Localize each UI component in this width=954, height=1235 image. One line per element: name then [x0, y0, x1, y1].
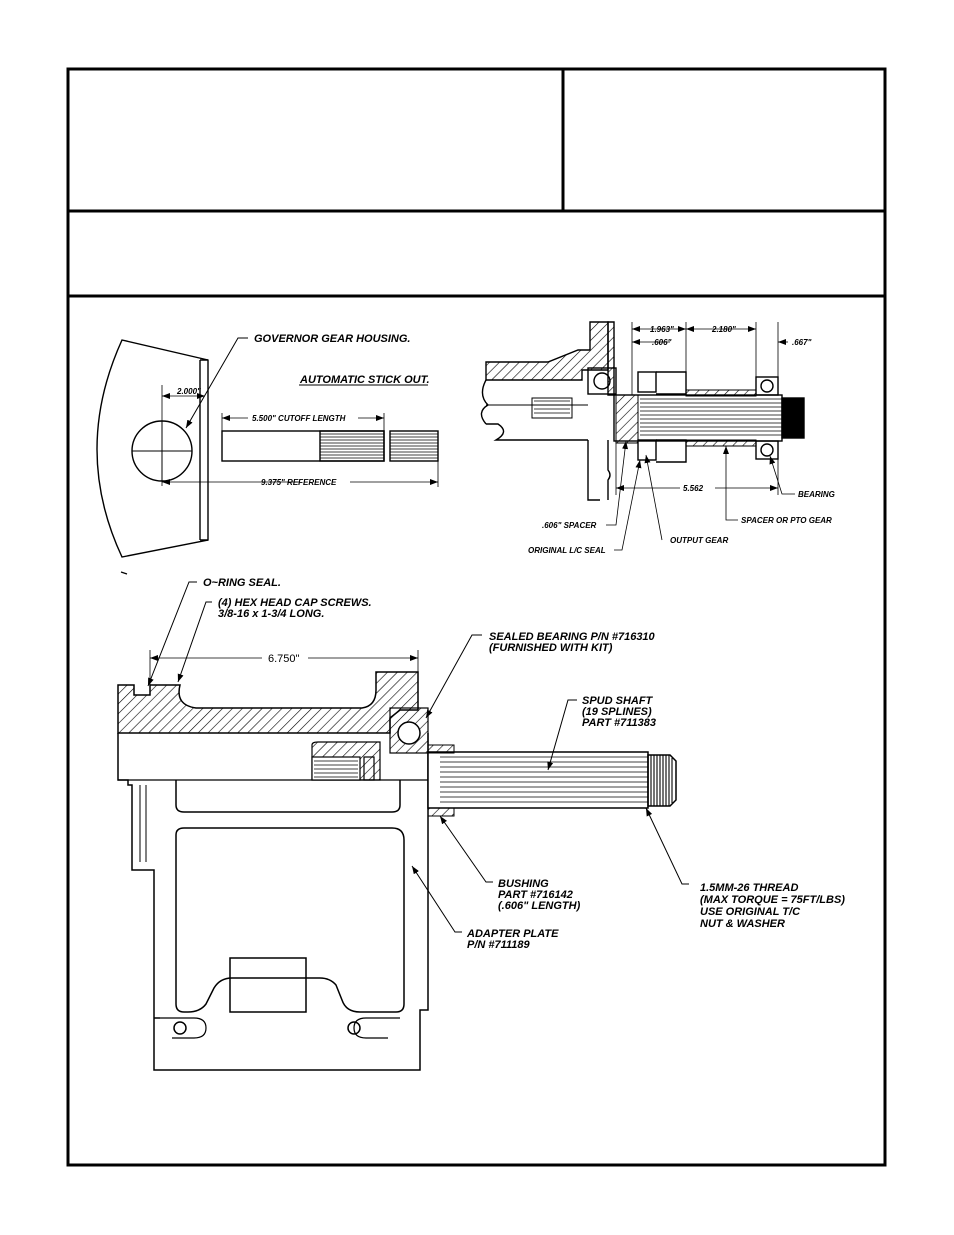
- dim-2000: 2.000": [176, 387, 201, 396]
- shaft-splines: [319, 430, 439, 462]
- bearing-label: BEARING: [798, 490, 835, 499]
- thread-label-4: NUT & WASHER: [700, 918, 785, 930]
- spud-shaft-label-3: PART #711383: [582, 717, 656, 729]
- adapter-flange-section: [117, 671, 419, 734]
- section-view: [480, 321, 805, 551]
- dim-9375: 9.375" REFERENCE: [261, 478, 337, 487]
- outer-frame: [66, 67, 887, 1167]
- dim-667: .667": [792, 338, 812, 347]
- stick-out-title: AUTOMATIC STICK OUT.: [299, 374, 430, 386]
- adapter-plate-label-2: P/N #711189: [467, 939, 530, 951]
- dim-1963: 1.963": [650, 325, 674, 334]
- thread-label-1: 1.5MM-26 THREAD: [700, 882, 798, 894]
- governor-housing-outline: [96, 339, 209, 558]
- dim-5562: 5.562: [683, 484, 704, 493]
- thread-label-2: (MAX TORQUE = 75FT/LBS): [700, 894, 845, 906]
- spacer-pto-label: SPACER OR PTO GEAR: [741, 516, 832, 525]
- oring-label: O~RING SEAL.: [203, 577, 281, 589]
- spacer-606-label: .606" SPACER: [542, 521, 597, 530]
- spud-shaft-label-2: (19 SPLINES): [582, 706, 652, 718]
- dim-2180: 2.180": [711, 325, 736, 334]
- title-block: [66, 67, 887, 1167]
- bushing-label-3: (.606" LENGTH): [498, 900, 581, 912]
- sealed-bearing-label-2: (FURNISHED WITH KIT): [489, 642, 613, 654]
- sealed-bearing-label-1: SEALED BEARING P/N #716310: [489, 631, 656, 643]
- screws-label-2: 3/8-16 x 1-3/4 LONG.: [218, 608, 324, 620]
- dim-5500: 5.500" CUTOFF LENGTH: [252, 414, 346, 423]
- screws-label-1: (4) HEX HEAD CAP SCREWS.: [218, 597, 372, 609]
- governor-housing-label: GOVERNOR GEAR HOUSING.: [254, 333, 410, 345]
- bushing-label-2: PART #716142: [498, 889, 573, 901]
- stick-out-view: [96, 337, 439, 575]
- adapter-plate-label-1: ADAPTER PLATE: [466, 928, 559, 940]
- output-gear-label: OUTPUT GEAR: [670, 536, 728, 545]
- bushing-label-1: BUSHING: [498, 878, 549, 890]
- original-seal-label: ORIGINAL L/C SEAL: [528, 546, 606, 555]
- adapter-assembly: [117, 581, 689, 1071]
- dim-606: .606": [652, 338, 672, 347]
- dim-6750: 6.750": [268, 653, 300, 665]
- case-housing: [485, 321, 609, 381]
- thread-label-3: USE ORIGINAL T/C: [700, 906, 801, 918]
- spud-shaft-label-1: SPUD SHAFT: [582, 695, 654, 707]
